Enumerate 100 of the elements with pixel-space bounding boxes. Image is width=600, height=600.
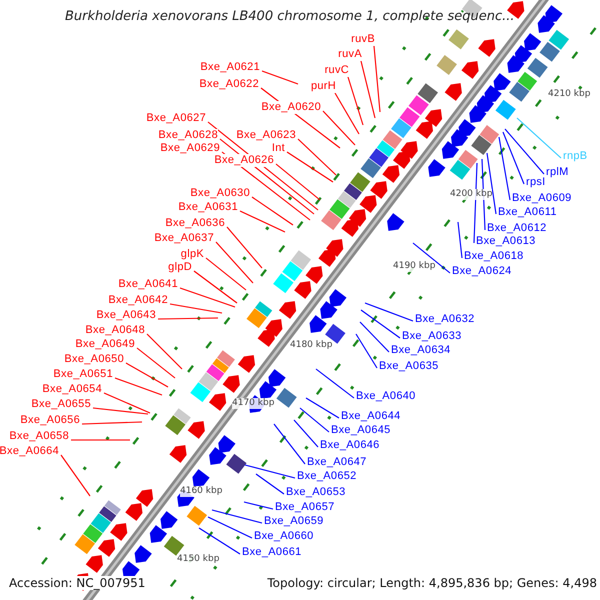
gene-label: Bxe_A0655 bbox=[31, 398, 91, 411]
leader-line bbox=[262, 70, 298, 85]
leader-line bbox=[126, 362, 168, 388]
scale-label: 4210 kbp bbox=[548, 89, 590, 100]
leader-line bbox=[60, 454, 90, 496]
leader-line bbox=[244, 464, 296, 479]
leader-line bbox=[516, 118, 562, 158]
genome-info-text: Topology: circular; Length: 4,895,836 bp; Genes: 4,498 bbox=[267, 576, 597, 590]
gene-label: glpD bbox=[168, 261, 192, 274]
gene-label: Bxe_A0657 bbox=[275, 501, 335, 514]
gene-label: Bxe_A0635 bbox=[379, 360, 439, 373]
leader-line bbox=[252, 196, 294, 226]
leader-line bbox=[212, 509, 262, 524]
leader-line bbox=[71, 439, 130, 441]
leader-line bbox=[194, 270, 238, 304]
leader-line bbox=[158, 317, 218, 320]
gene-label: Bxe_A0634 bbox=[391, 344, 451, 357]
gene-label: Bxe_A0623 bbox=[236, 129, 296, 142]
scale-label: 4190 kbp bbox=[393, 261, 436, 272]
gene-label: Bxe_A0633 bbox=[402, 330, 462, 343]
gene-label: Bxe_A0620 bbox=[261, 101, 321, 114]
gene-label: Bxe_A0642 bbox=[108, 294, 168, 307]
leader-line bbox=[226, 226, 262, 268]
gene-label: Bxe_A0626 bbox=[214, 154, 274, 167]
scale-label: 4180 kbp bbox=[290, 340, 332, 351]
leader-line bbox=[286, 152, 334, 182]
leader-line bbox=[294, 420, 318, 448]
leader-line bbox=[82, 421, 142, 425]
leader-line bbox=[170, 303, 222, 314]
gene-label: Bxe_A0613 bbox=[476, 235, 536, 248]
leader-line bbox=[504, 128, 544, 174]
map-title: Burkholderia xenovorans LB400 chromosome 1, complete sequenc... bbox=[65, 9, 514, 25]
leader-line bbox=[298, 138, 336, 176]
gene-label: Bxe_A0631 bbox=[178, 201, 238, 214]
gene-label: Bxe_A0624 bbox=[452, 265, 512, 278]
gene-label: Bxe_A0641 bbox=[118, 278, 178, 291]
leader-line bbox=[334, 92, 360, 134]
leader-line bbox=[198, 528, 240, 554]
gene-label: Bxe_A0658 bbox=[9, 430, 69, 443]
leader-line bbox=[240, 210, 286, 232]
gene-label: Bxe_A0621 bbox=[200, 61, 260, 74]
gene-label: Bxe_A0656 bbox=[20, 414, 80, 427]
scale-label: 4160 kbp bbox=[180, 486, 222, 497]
gene-label: rplM bbox=[546, 166, 569, 179]
gene-label: Bxe_A0652 bbox=[297, 470, 357, 483]
leader-line bbox=[322, 110, 356, 146]
gene-label: Bxe_A0637 bbox=[154, 232, 214, 245]
gene-label: Bxe_A0644 bbox=[341, 410, 401, 423]
gene-label: Bxe_A0659 bbox=[264, 515, 324, 528]
leader-line bbox=[276, 164, 320, 200]
leader-line bbox=[498, 136, 511, 200]
gene-label: ruvC bbox=[324, 64, 349, 77]
leader-line bbox=[306, 398, 340, 418]
leader-line bbox=[360, 60, 376, 118]
leader-line bbox=[114, 377, 162, 396]
leader-line bbox=[412, 242, 450, 274]
leader-line bbox=[481, 158, 486, 230]
gene-label: Bxe_A0609 bbox=[512, 192, 572, 205]
leader-line bbox=[104, 392, 150, 414]
leader-line bbox=[92, 407, 148, 415]
gene-label: Bxe_A0651 bbox=[53, 368, 113, 381]
leader-line bbox=[473, 162, 478, 244]
scale-label: 4200 kbp bbox=[450, 189, 492, 200]
leader-line bbox=[136, 348, 176, 378]
leader-line bbox=[274, 424, 306, 464]
leader-line bbox=[457, 222, 463, 258]
gene-label: Bxe_A0611 bbox=[498, 206, 557, 219]
gene-label: Bxe_A0640 bbox=[356, 390, 416, 403]
gene-label: Bxe_A0654 bbox=[42, 383, 102, 396]
leader-line bbox=[356, 334, 378, 368]
leader-line bbox=[360, 310, 400, 338]
gene-label: Bxe_A0647 bbox=[307, 456, 367, 469]
scale-label: 4170 kbp bbox=[232, 398, 274, 409]
leader-line bbox=[180, 287, 236, 308]
gene-label: Bxe_A0648 bbox=[85, 324, 145, 337]
gene-label: Bxe_A0646 bbox=[320, 439, 380, 452]
gene-label: Bxe_A0643 bbox=[96, 309, 156, 322]
gene-label: Bxe_A0649 bbox=[75, 338, 135, 351]
scale-label: 4150 kbp bbox=[177, 554, 220, 565]
leader-line bbox=[364, 302, 414, 322]
leader-line bbox=[316, 368, 354, 398]
gene-label: Bxe_A0628 bbox=[158, 129, 218, 142]
gene-label: Bxe_A0661 bbox=[242, 546, 302, 559]
gene-label: Bxe_A0629 bbox=[160, 142, 220, 155]
gene-label: Bxe_A0622 bbox=[199, 78, 259, 91]
leader-line bbox=[256, 474, 284, 494]
leader-line bbox=[206, 258, 246, 290]
gene-label: Bxe_A0618 bbox=[464, 250, 524, 263]
leader-line bbox=[244, 501, 274, 510]
gene-label: Bxe_A0650 bbox=[64, 353, 124, 366]
gene-label: purH bbox=[310, 80, 336, 93]
gene-label: Bxe_A0636 bbox=[165, 217, 225, 230]
gene-label: ruvA bbox=[338, 48, 362, 61]
leader-line bbox=[373, 46, 381, 112]
gene-label: Bxe_A0632 bbox=[415, 313, 475, 326]
accession-text: Accession: NC_007951 bbox=[9, 576, 146, 590]
gene-label: Bxe_A0653 bbox=[286, 486, 346, 499]
leader-line bbox=[208, 516, 252, 538]
gene-label: Bxe_A0645 bbox=[331, 424, 391, 437]
gene-label: rpsI bbox=[526, 176, 546, 189]
